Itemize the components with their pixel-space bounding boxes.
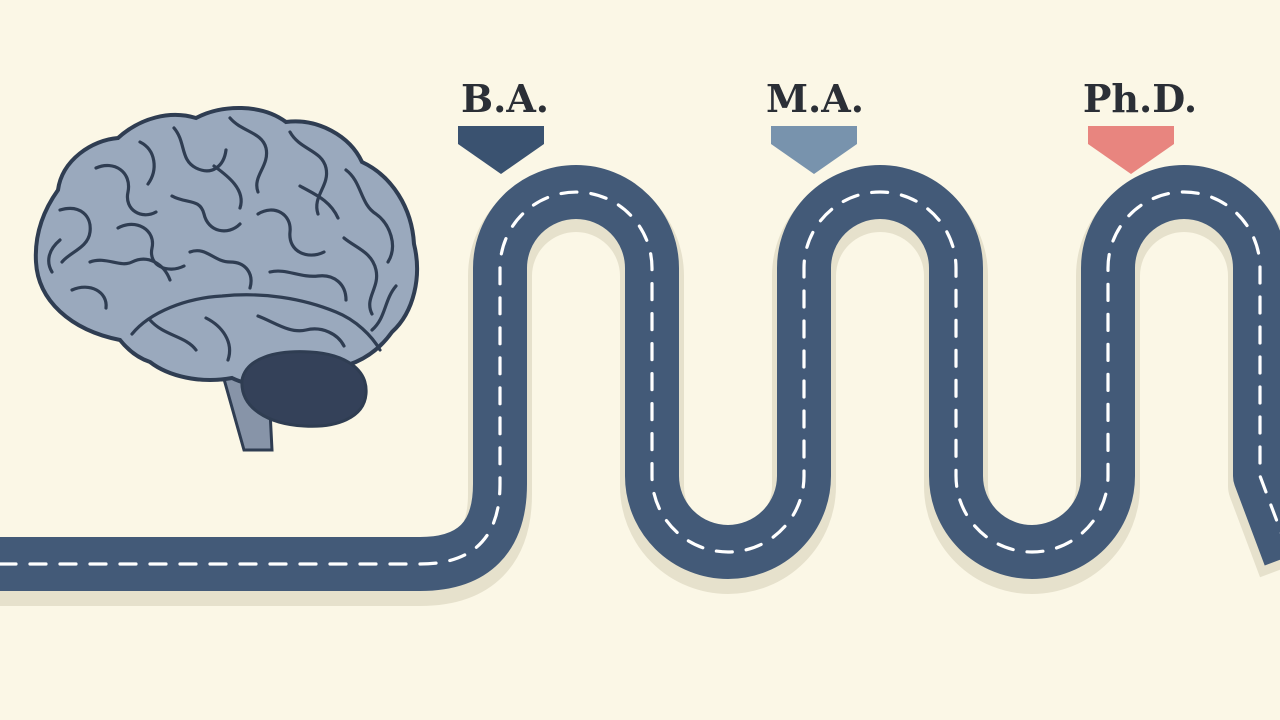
milestone-ma: M.A.: [766, 76, 864, 174]
cerebellum: [240, 350, 368, 428]
brain-icon: [33, 106, 419, 452]
milestone-marker-ba: [458, 126, 544, 174]
milestone-phd: Ph.D.: [1083, 76, 1197, 174]
road-center-line: [0, 190, 1280, 566]
milestone-ba: B.A.: [458, 76, 549, 174]
winding-road: [0, 165, 1280, 606]
milestone-marker-ma: [771, 126, 857, 174]
milestone-marker-phd: [1088, 126, 1174, 174]
cerebrum: [33, 106, 419, 387]
milestone-label-ba: B.A.: [461, 76, 549, 121]
milestone-label-phd: Ph.D.: [1083, 76, 1197, 121]
brain-gyri: [47, 116, 398, 362]
milestone-label-ma: M.A.: [766, 76, 864, 121]
sylvian-fissure: [130, 293, 382, 352]
